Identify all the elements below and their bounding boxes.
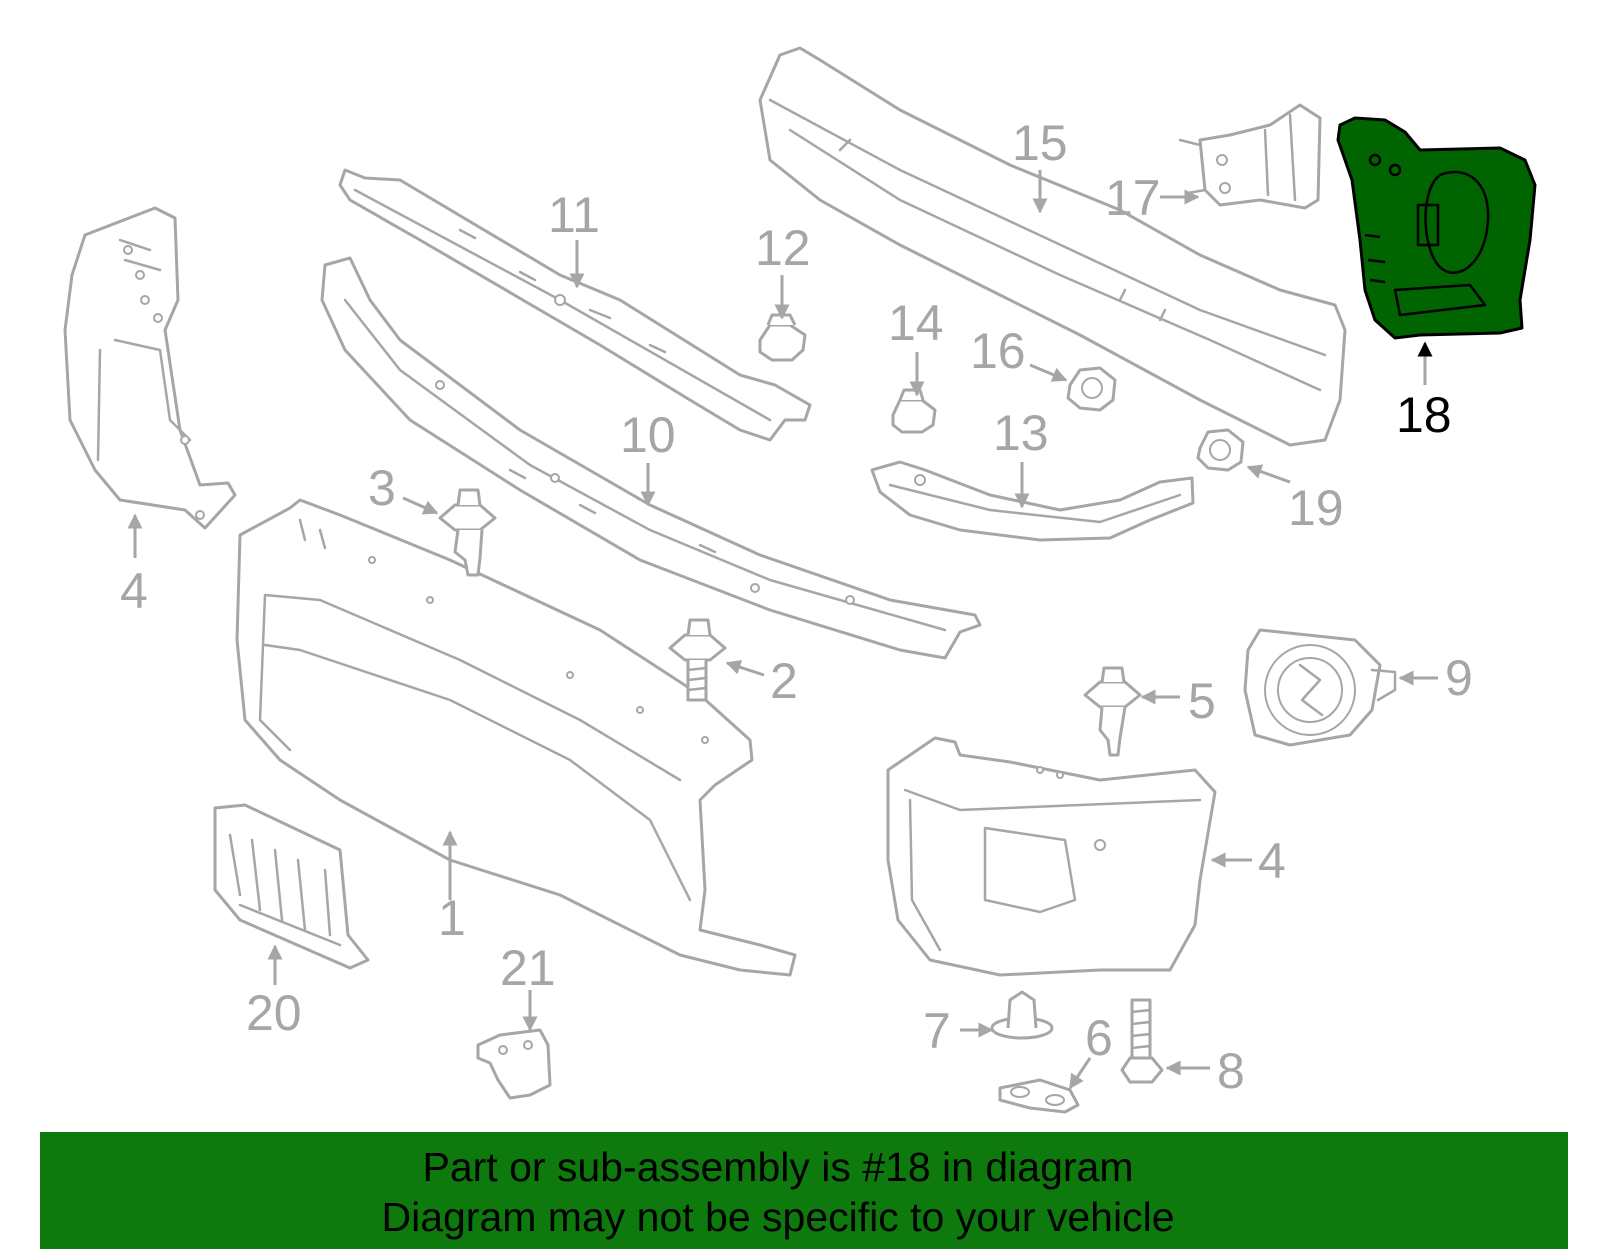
callout-9: 9: [1445, 650, 1473, 706]
callout-10: 10: [620, 407, 676, 463]
part-21-bracket: [476, 1028, 552, 1100]
callout-14: 14: [888, 295, 944, 351]
part-18-highlighted-bracket: [1336, 116, 1537, 340]
leader-3: [402, 496, 439, 515]
part-9-fog-lamp-bezel: [1243, 628, 1397, 747]
banner-line-1: Part or sub-assembly is #18 in diagram: [422, 1144, 1134, 1190]
callout-numbers: 1 2 3 4 4 5 6 7 8 9 10 11 12 13 14 15 16…: [120, 115, 1473, 1099]
part-6-washer: [998, 1078, 1080, 1114]
part-20-plate-bracket: [213, 803, 370, 970]
callout-11: 11: [548, 187, 600, 243]
leader-6: [1068, 1057, 1092, 1090]
callout-1: 1: [438, 890, 466, 946]
part-2-bolt: [668, 618, 727, 702]
part-1-face-bar: [235, 498, 797, 977]
leader-2: [725, 660, 765, 677]
leader-16: [1029, 363, 1068, 382]
part-11-retainer: [338, 168, 812, 442]
callout-4-left: 4: [120, 563, 148, 619]
leader-lines: [127, 170, 1438, 1090]
part-5-clip: [1083, 666, 1142, 757]
callout-8: 8: [1217, 1043, 1245, 1099]
callout-13: 13: [993, 405, 1049, 461]
part-4-right-end-cap: [886, 736, 1217, 977]
callout-4-right: 4: [1258, 833, 1286, 889]
part-3-clip: [438, 488, 497, 577]
part-17-bracket: [1178, 103, 1322, 210]
callout-16: 16: [970, 323, 1026, 379]
callout-21: 21: [500, 940, 556, 996]
part-16-nut: [1066, 366, 1117, 412]
callout-19: 19: [1288, 480, 1344, 536]
callout-6: 6: [1085, 1010, 1113, 1066]
part-10-support-bar: [320, 256, 982, 660]
banner-line-2: Diagram may not be specific to your vehi…: [381, 1194, 1175, 1240]
part-14-nut: [891, 388, 937, 434]
leader-19: [1246, 464, 1291, 484]
part-15-reinforcement: [758, 46, 1347, 447]
part-13-bracket: [870, 460, 1195, 542]
part-4-left-end-cap: [63, 206, 237, 530]
part-7-grommet: [990, 990, 1054, 1040]
callout-17: 17: [1105, 170, 1161, 226]
callout-12: 12: [755, 220, 811, 276]
callout-15: 15: [1012, 115, 1068, 171]
info-banner: Part or sub-assembly is #18 in diagram D…: [40, 1132, 1568, 1249]
part-19-nut: [1196, 428, 1245, 472]
callout-2: 2: [770, 653, 798, 709]
callout-5: 5: [1188, 673, 1216, 729]
part-12-nut: [758, 313, 807, 362]
part-8-bolt: [1120, 998, 1164, 1084]
callout-3: 3: [368, 460, 396, 516]
callout-18: 18: [1396, 387, 1452, 443]
callout-7: 7: [923, 1003, 951, 1059]
callout-20: 20: [246, 985, 302, 1041]
